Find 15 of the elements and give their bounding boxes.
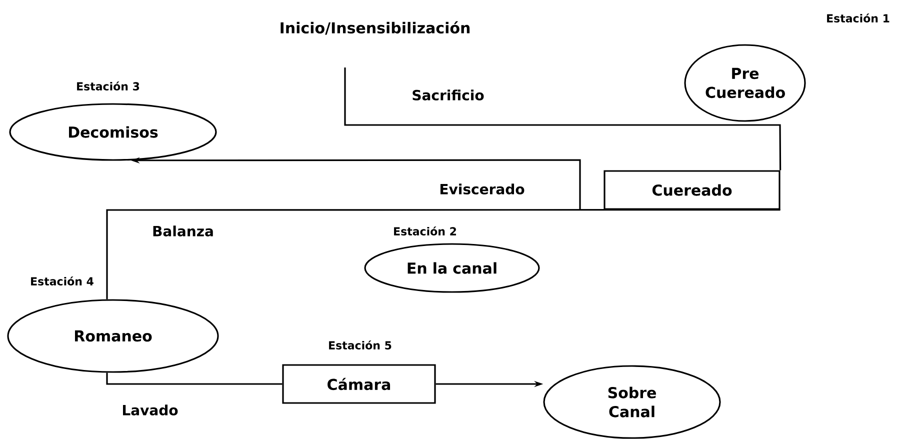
step-label: Balanza — [153, 226, 213, 236]
process-box: Cuereado — [604, 170, 780, 210]
station-label: Estación 1 — [827, 14, 890, 22]
start-label: Inicio/Insensibilización — [280, 21, 470, 35]
step-label: Lavado — [123, 404, 178, 416]
station-label: Estación 4 — [31, 276, 94, 286]
flow-line — [106, 372, 282, 385]
station-label: Estación 5 — [329, 340, 392, 350]
station-label: Estación 3 — [77, 82, 140, 90]
station-label: Estación 2 — [394, 226, 456, 236]
step-label: Sacrificio — [412, 90, 484, 100]
flow-line — [106, 209, 780, 300]
process-box: Cámara — [282, 364, 436, 404]
flow-line — [344, 68, 782, 170]
step-label: Eviscerado — [440, 184, 524, 194]
